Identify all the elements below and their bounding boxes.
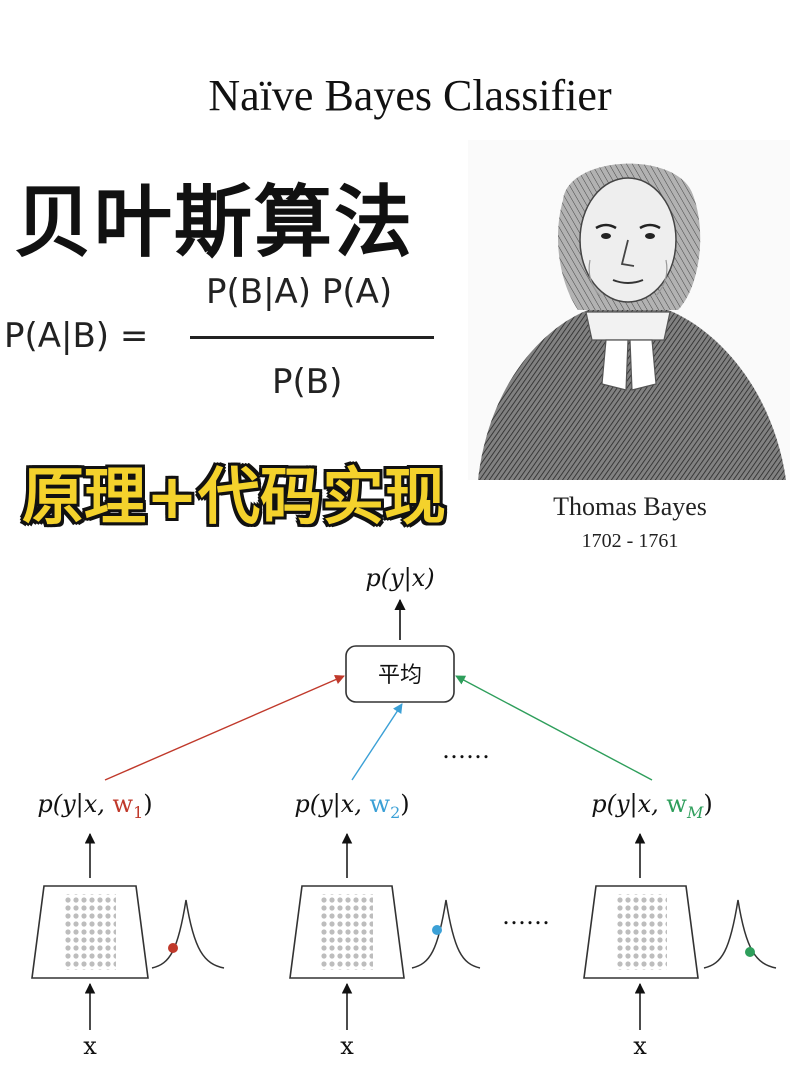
ensemble-diagram: p(y|x) 平均 …… p(y|x, w1) p(y|x, w2) p(y|x… xyxy=(31,564,777,1060)
model-2-input-label: x xyxy=(340,1032,354,1060)
model-m-weight-sub: M xyxy=(686,803,704,822)
portrait-caption-name: Thomas Bayes xyxy=(553,492,707,521)
formula-numerator: P(B|A) P(A) xyxy=(206,272,393,312)
portrait-caption-years: 1702 - 1761 xyxy=(581,530,679,552)
model-m-neurons xyxy=(615,894,667,970)
arrow-model-2 xyxy=(351,703,403,781)
ellipsis-arrows: …… xyxy=(442,736,490,764)
model-m-input-label: x xyxy=(633,1032,647,1060)
model-2-prob-prefix: p(y|x, xyxy=(294,790,369,819)
arrow-model-1 xyxy=(104,675,345,781)
model-2-weight: w xyxy=(370,790,391,818)
formula-denominator: P(B) xyxy=(272,362,343,402)
thomas-bayes-portrait xyxy=(468,140,790,480)
model-m: x xyxy=(583,832,777,1060)
model-m-sample-dot xyxy=(745,947,755,957)
model-2-prob-label: p(y|x, w2) xyxy=(294,790,409,822)
chinese-title: 贝叶斯算法 xyxy=(14,178,415,268)
ensemble-output-label: p(y|x) xyxy=(365,564,434,593)
model-1-sample-dot xyxy=(168,943,178,953)
average-label: 平均 xyxy=(378,663,422,688)
arrow-model-m xyxy=(455,675,653,781)
average-box xyxy=(345,645,455,703)
model-1-input-label: x xyxy=(83,1032,97,1060)
english-title: Naïve Bayes Classifier xyxy=(208,71,612,120)
model-2: x xyxy=(289,832,481,1060)
model-1: x xyxy=(31,832,225,1060)
formula-lhs: P(A|B) = xyxy=(4,316,149,356)
model-1-prob-prefix: p(y|x, xyxy=(37,790,112,819)
model-1-weight-sub: 1 xyxy=(133,803,143,822)
formula-fraction-bar xyxy=(190,336,434,339)
model-2-neurons xyxy=(321,894,373,970)
ellipsis-models: …… xyxy=(502,902,550,930)
subtitle-banner: 原理+代码实现 xyxy=(22,460,446,533)
model-2-weight-sub: 2 xyxy=(390,803,400,822)
model-2-posterior-curve xyxy=(411,899,481,969)
model-1-neurons xyxy=(64,894,116,970)
model-2-sample-dot xyxy=(432,925,442,935)
model-1-weight: w xyxy=(113,790,134,818)
model-1-prob-label: p(y|x, w1) xyxy=(37,790,152,822)
model-m-prob-prefix: p(y|x, xyxy=(591,790,666,819)
model-m-weight: w xyxy=(666,790,687,818)
model-m-prob-label: p(y|x, wM) xyxy=(591,790,712,822)
model-m-posterior-curve xyxy=(703,899,777,969)
model-1-posterior-curve xyxy=(151,899,225,969)
